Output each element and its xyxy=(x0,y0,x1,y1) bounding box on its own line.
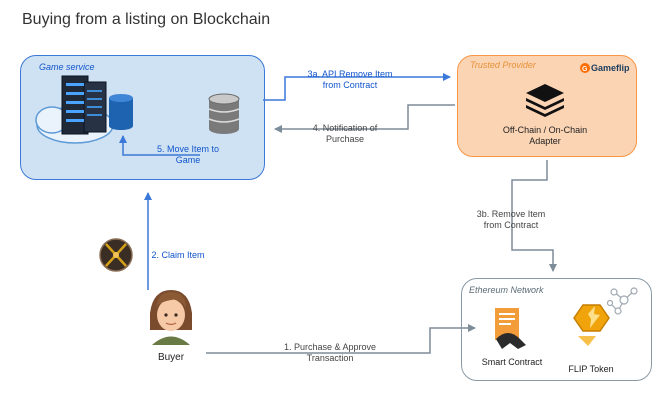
trusted-provider-label: Trusted Provider xyxy=(470,60,536,70)
buyer-avatar-icon xyxy=(150,290,192,345)
smart-contract-icon xyxy=(495,308,526,349)
database-icon xyxy=(208,93,240,134)
layers-icon xyxy=(526,84,564,117)
blockchain-nodes-icon xyxy=(606,287,638,315)
ethereum-network-label: Ethereum Network xyxy=(469,285,544,295)
flip-token-icon xyxy=(573,304,610,346)
arrow-remove-item xyxy=(511,160,557,272)
step-5-label: 5. Move Item to Game xyxy=(156,144,220,165)
smart-contract-label: Smart Contract xyxy=(481,357,543,367)
step-3a-label: 3a. API Remove Item from Contract xyxy=(307,69,393,90)
arrow-purchase xyxy=(206,324,476,354)
trusted-provider-box: Trusted Provider xyxy=(457,55,637,157)
buyer-label: Buyer xyxy=(157,352,185,363)
diagram-title: Buying from a listing on Blockchain xyxy=(22,11,271,28)
arrow-notification xyxy=(274,104,455,133)
step-1-label: 1. Purchase & Approve Transaction xyxy=(283,342,377,363)
step-2-label: 2. Claim Item xyxy=(151,250,205,260)
game-service-label: Game service xyxy=(39,62,95,72)
step-3b-label: 3b. Remove Item from Contract xyxy=(476,209,546,230)
arrow-api-remove xyxy=(263,73,451,101)
svg-text:G: G xyxy=(582,66,588,73)
flip-token-label: FLIP Token xyxy=(568,364,614,374)
step-4-label: 4. Notification of Purchase xyxy=(312,123,378,144)
server-cloud-icon xyxy=(35,75,133,144)
ethereum-network-box: Ethereum Network xyxy=(461,278,652,381)
arrow-move-item xyxy=(119,135,200,156)
gameflip-logo-text: Gameflip xyxy=(591,63,630,73)
claim-badge-icon xyxy=(99,238,133,272)
gameflip-logo-icon: G xyxy=(580,63,590,73)
adapter-label: Off-Chain / On-Chain Adapter xyxy=(502,125,588,146)
